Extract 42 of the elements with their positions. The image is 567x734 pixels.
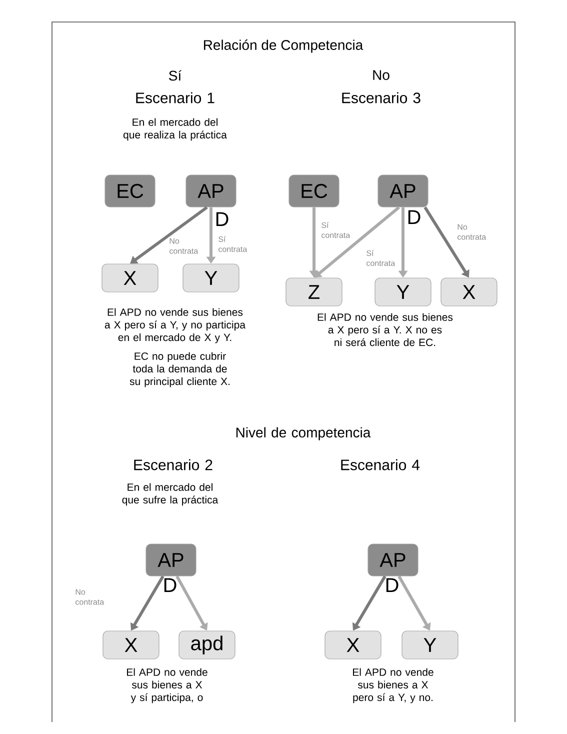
edge-label: Sí contrata [217, 235, 254, 253]
client-box: Z [286, 278, 342, 306]
column-heading: No [373, 70, 390, 80]
client-box: X [324, 630, 382, 660]
description: El APD no vende sus bienes a X y sí participa, o [127, 668, 208, 704]
arrow [130, 206, 208, 264]
letter-label: D [216, 212, 228, 226]
edge-label: No contrata [74, 588, 110, 606]
client-box: apd [178, 630, 236, 660]
column-heading: Sí [169, 70, 182, 81]
edge-label: Sí contrata [320, 221, 356, 239]
agent-box: AP [378, 174, 428, 208]
agent-box: EC [288, 174, 340, 208]
edge-label: Sí contrata [365, 249, 402, 267]
client-box: X [102, 264, 158, 292]
edge-label: No contrata [168, 237, 204, 255]
description: El APD no vende sus bienes a X pero sí a Y, y no. [353, 668, 434, 704]
scenario-heading: Escenario 3 [342, 92, 420, 104]
client-box: X [102, 630, 160, 660]
edge-label: No contrata [456, 223, 492, 241]
agent-box: EC [104, 174, 156, 208]
subheading: En el mercado del que realiza la práctica [124, 118, 227, 141]
letter-label: D [164, 578, 176, 592]
letter-label: D [408, 210, 420, 224]
scenario-heading: Escenario 4 [341, 459, 420, 470]
description: EC no puede cubrir toda la demanda de su principal cliente X. [130, 352, 230, 388]
letter-label: D [386, 578, 398, 592]
description: El APD no vende sus bienes a X pero sí a Y. X no es ni será cliente de EC. [318, 313, 453, 346]
section-heading: Nivel de competencia [236, 427, 371, 440]
scenario-heading: Escenario 2 [134, 459, 212, 470]
arrow [314, 206, 400, 278]
agent-box: AP [146, 544, 196, 576]
title: Relación de Competencia [204, 40, 364, 53]
scenario-heading: Escenario 1 [136, 92, 214, 104]
agent-box: AP [186, 174, 236, 208]
client-box: Y [374, 278, 432, 306]
description: El APD no vende sus bienes a X pero sí a Y, y no participa en el mercado de X y Y. [104, 308, 246, 344]
client-box: X [440, 278, 498, 306]
client-box: Y [402, 630, 458, 660]
client-box: Y [182, 264, 240, 292]
subheading: En el mercado del que sufre la práctica [122, 483, 218, 506]
agent-box: AP [368, 544, 418, 576]
